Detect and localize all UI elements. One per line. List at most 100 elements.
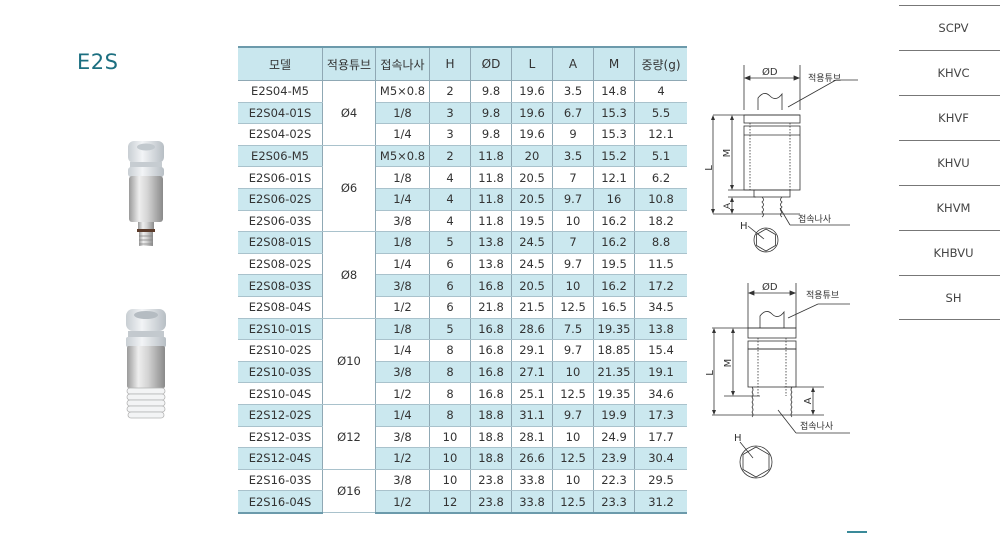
cell-h: 5: [429, 318, 471, 341]
cell-model: E2S06-M5: [238, 145, 323, 168]
cell-thread: 1/8: [375, 231, 430, 254]
cell-d: 16.8: [470, 339, 512, 362]
cell-thread: 3/8: [375, 361, 430, 384]
nav-item-sh[interactable]: SH: [899, 275, 1000, 320]
product-nav: SCPV KHVC KHVF KHVU KHVM KHBVU SH: [899, 5, 1000, 320]
cell-tube: Ø12: [322, 404, 376, 470]
cell-a: 9.7: [552, 404, 594, 427]
cell-model: E2S16-03S: [238, 469, 323, 492]
cell-model: E2S08-01S: [238, 231, 323, 254]
nav-item-khbvu[interactable]: KHBVU: [899, 230, 1000, 275]
cell-d: 16.8: [470, 318, 512, 341]
cell-tube: Ø10: [322, 318, 376, 405]
cell-model: E2S16-04S: [238, 490, 323, 514]
cell-h: 10: [429, 469, 471, 492]
header-h: H: [429, 46, 471, 81]
cell-l: 24.5: [511, 231, 553, 254]
cell-thread: 1/8: [375, 102, 430, 125]
cell-h: 8: [429, 361, 471, 384]
cell-d: 18.8: [470, 447, 512, 470]
cell-a: 9.7: [552, 188, 594, 211]
cell-d: 21.8: [470, 296, 512, 319]
cell-l: 33.8: [511, 469, 553, 492]
cell-m: 15.2: [593, 145, 635, 168]
nav-item-khvu[interactable]: KHVU: [899, 140, 1000, 185]
cell-weight: 8.8: [634, 231, 687, 254]
cell-l: 33.8: [511, 490, 553, 514]
cell-tube: Ø4: [322, 80, 376, 146]
cell-l: 19.6: [511, 80, 553, 103]
cell-weight: 17.3: [634, 404, 687, 427]
cell-d: 9.8: [470, 123, 512, 146]
cell-d: 13.8: [470, 231, 512, 254]
cell-weight: 15.4: [634, 339, 687, 362]
nav-item-khvm[interactable]: KHVM: [899, 185, 1000, 230]
cell-thread: 3/8: [375, 210, 430, 233]
cell-d: 18.8: [470, 426, 512, 449]
header-m: M: [593, 46, 635, 81]
cell-model: E2S04-02S: [238, 123, 323, 146]
cell-m: 12.1: [593, 166, 635, 189]
cell-thread: 1/2: [375, 490, 430, 514]
cell-d: 9.8: [470, 102, 512, 125]
cell-m: 19.5: [593, 253, 635, 276]
cell-weight: 31.2: [634, 490, 687, 514]
cell-l: 19.5: [511, 210, 553, 233]
cell-weight: 34.6: [634, 382, 687, 405]
diagram-2-label-a: A: [803, 397, 814, 404]
cell-a: 9.7: [552, 253, 594, 276]
cell-h: 3: [429, 123, 471, 146]
nav-item-khvc[interactable]: KHVC: [899, 50, 1000, 95]
cell-h: 5: [429, 231, 471, 254]
nav-item-khvf[interactable]: KHVF: [899, 95, 1000, 140]
cell-h: 6: [429, 274, 471, 297]
cell-model: E2S06-03S: [238, 210, 323, 233]
header-tube: 적용튜브: [322, 46, 376, 81]
cell-h: 10: [429, 447, 471, 470]
cell-a: 12.5: [552, 382, 594, 405]
cell-model: E2S12-04S: [238, 447, 323, 470]
cell-tube: Ø6: [322, 145, 376, 233]
cell-l: 25.1: [511, 382, 553, 405]
cell-h: 3: [429, 102, 471, 125]
cell-thread: 1/4: [375, 339, 430, 362]
cell-model: E2S08-03S: [238, 274, 323, 297]
cell-m: 16.2: [593, 274, 635, 297]
cell-d: 16.8: [470, 274, 512, 297]
header-l: L: [511, 46, 553, 81]
cell-l: 20.5: [511, 188, 553, 211]
cell-h: 10: [429, 426, 471, 449]
cell-thread: 1/4: [375, 188, 430, 211]
cell-thread: 1/8: [375, 166, 430, 189]
cell-thread: 1/4: [375, 404, 430, 427]
cell-m: 16.2: [593, 231, 635, 254]
cell-thread: M5×0.8: [375, 145, 430, 168]
diagram-2-label-m: M: [723, 359, 734, 368]
cell-weight: 13.8: [634, 318, 687, 341]
cell-a: 6.7: [552, 102, 594, 125]
nav-item-scpv[interactable]: SCPV: [899, 5, 1000, 50]
cell-a: 12.5: [552, 296, 594, 319]
cell-weight: 4: [634, 80, 687, 103]
dimension-diagram-2: ØD 적용튜브 접속나사 L M A H: [705, 281, 850, 479]
cell-weight: 6.2: [634, 166, 687, 189]
cell-h: 6: [429, 296, 471, 319]
cell-a: 7: [552, 166, 594, 189]
cell-weight: 18.2: [634, 210, 687, 233]
cell-thread: 3/8: [375, 469, 430, 492]
cell-model: E2S12-03S: [238, 426, 323, 449]
cell-m: 19.35: [593, 318, 635, 341]
diagram-2-label-tube: 적용튜브: [806, 289, 839, 301]
diagram-1-label-h: H: [740, 221, 748, 232]
dimension-diagram-1: ØD 적용튜브 접속나사 L M A H: [704, 65, 858, 253]
header-d: ØD: [470, 46, 512, 81]
